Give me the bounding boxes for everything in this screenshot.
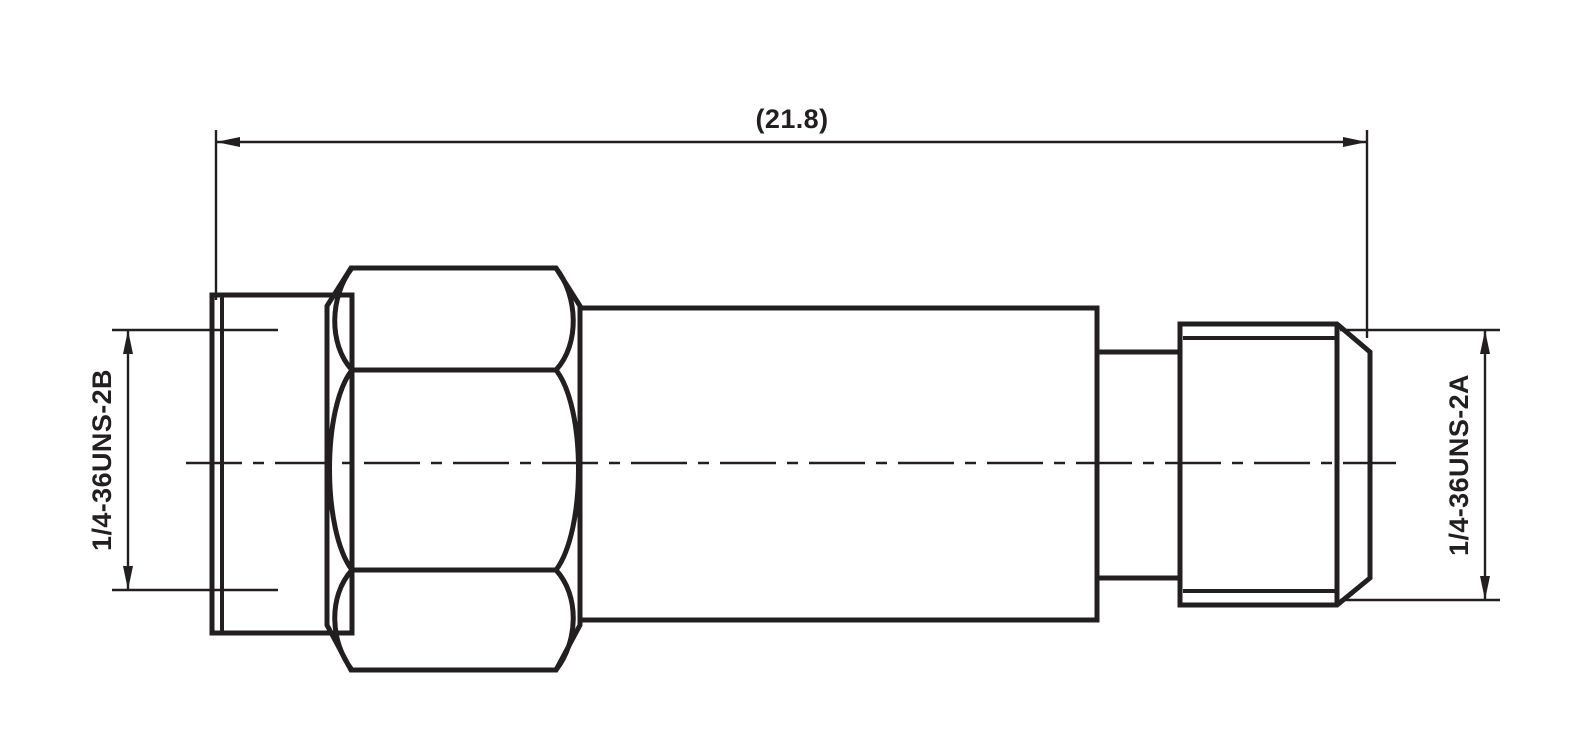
step-shoulder-outline <box>1097 349 1183 581</box>
hex-nut <box>324 265 583 673</box>
right-nose-outline <box>1177 321 1373 608</box>
hex-chamfer-arc-right-mid <box>553 368 581 572</box>
right-thread-label: 1/4-36UNS-2A <box>1444 374 1474 556</box>
left-thread-dimension: 1/4-36UNS-2B <box>87 328 278 592</box>
left-thread-label: 1/4-36UNS-2B <box>87 369 117 551</box>
hex-chamfer-arc-left-bottom <box>332 568 354 672</box>
hex-chamfer-arc-left-top <box>332 266 355 372</box>
overall-length-dimension: (21.8) <box>214 104 1369 338</box>
arrow-head-right-overall <box>1343 137 1367 147</box>
hex-chamfer-arc-left-mid <box>327 368 355 572</box>
left-barrel-outline <box>209 292 355 636</box>
arrow-head-right-thread-bottom <box>1480 576 1490 600</box>
hex-chamfer-arc-right-bottom <box>554 568 576 672</box>
step-shoulder <box>1097 349 1183 581</box>
overall-length-label: (21.8) <box>756 104 829 134</box>
hex-chamfer-arc-right-top <box>553 266 576 372</box>
hex-nut-outline <box>324 265 583 673</box>
arrow-head-left-thread-bottom <box>123 566 133 590</box>
right-thread-dimension: 1/4-36UNS-2A <box>1340 328 1500 602</box>
right-threaded-nose <box>1177 321 1373 608</box>
arrow-head-left-overall <box>216 137 240 147</box>
arrow-head-right-thread-top <box>1480 330 1490 354</box>
arrow-head-left-thread-top <box>123 330 133 354</box>
